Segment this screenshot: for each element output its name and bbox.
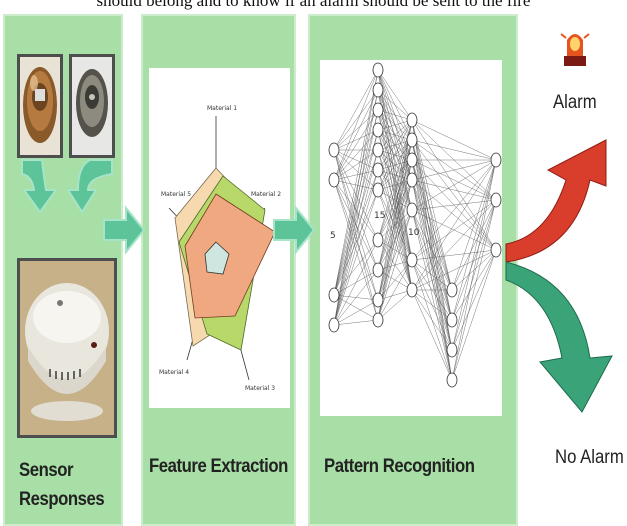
axis-label-material-5: Material 5 (161, 191, 191, 198)
feature-extraction-panel: Material 1 Material 2 Material 3 Materia… (141, 14, 296, 526)
sensor-responses-label: Sensor Responses (19, 460, 105, 510)
radar-series-3 (184, 193, 276, 319)
layer-label-2: 10 (408, 228, 420, 238)
neuron-hidden-2-1 (406, 132, 418, 148)
sensor-responses-panel: Sensor Responses (3, 14, 123, 526)
no-alarm-label: No Alarm (555, 447, 624, 468)
pattern-recognition-panel: 5 15 10 Pattern Recognition (308, 14, 518, 526)
neural-network-box: 5 15 10 (320, 60, 502, 416)
flow-arrow-1 (103, 205, 146, 255)
sensor-photo-metal (69, 54, 115, 158)
neuron-input-0 (328, 142, 340, 158)
alarm-arrow (505, 139, 607, 263)
alarm-label: Alarm (553, 92, 597, 113)
neuron-hidden-2-5 (406, 252, 418, 268)
layer-label-0: 5 (330, 231, 336, 241)
no-alarm-arrow (505, 261, 613, 413)
neuron-output-0 (490, 152, 502, 168)
neuron-hidden-1-10 (372, 312, 384, 328)
neuron-hidden-3-2 (446, 342, 458, 358)
neuron-output-2 (490, 242, 502, 258)
neuron-input-1 (328, 172, 340, 188)
curved-arrow-left (21, 159, 58, 214)
neuron-input-2 (328, 287, 340, 303)
neuron-output-1 (490, 192, 502, 208)
layer-label-1: 15 (374, 211, 385, 221)
neuron-hidden-2-0 (406, 112, 418, 128)
neuron-hidden-2-3 (406, 172, 418, 188)
curved-arrow-right (66, 159, 113, 214)
smoke-detector-photo (17, 258, 117, 438)
axis-label-material-3: Material 3 (245, 385, 275, 392)
network-connections (333, 69, 497, 381)
neuron-hidden-1-9 (372, 292, 384, 308)
radar-chart-box: Material 1 Material 2 Material 3 Materia… (149, 68, 290, 408)
axis-label-material-1: Material 1 (207, 105, 237, 112)
neuron-hidden-1-8 (372, 262, 384, 278)
axis-label-material-4: Material 4 (159, 369, 189, 376)
neuron-hidden-1-3 (372, 122, 384, 138)
neuron-input-3 (328, 317, 340, 333)
neuron-hidden-1-4 (372, 142, 384, 158)
radar-series-4 (204, 241, 230, 275)
neuron-hidden-1-7 (372, 232, 384, 248)
feature-extraction-label: Feature Extraction (149, 456, 288, 477)
neuron-hidden-1-1 (372, 82, 384, 98)
neuron-hidden-2-2 (406, 152, 418, 168)
flow-arrow-2 (273, 205, 316, 255)
axis-label-material-2: Material 2 (251, 191, 281, 198)
neuron-hidden-2-6 (406, 282, 418, 298)
alarm-beacon-icon (560, 33, 590, 66)
neuron-hidden-1-0 (372, 62, 384, 78)
top-caption-fragment: should belong and to know if an alarm sh… (96, 0, 531, 10)
pattern-recognition-label: Pattern Recognition (324, 456, 475, 477)
neuron-hidden-3-1 (446, 312, 458, 328)
neuron-hidden-2-4 (406, 202, 418, 218)
neuron-hidden-1-2 (372, 102, 384, 118)
neuron-hidden-3-3 (446, 372, 458, 388)
sensor-photo-copper (17, 54, 63, 158)
neuron-hidden-1-6 (372, 182, 384, 198)
neural-network-diagram: 5 15 10 (328, 62, 502, 388)
neuron-hidden-3-0 (446, 282, 458, 298)
neuron-hidden-1-5 (372, 162, 384, 178)
radar-chart: Material 1 Material 2 Material 3 Materia… (159, 105, 281, 392)
